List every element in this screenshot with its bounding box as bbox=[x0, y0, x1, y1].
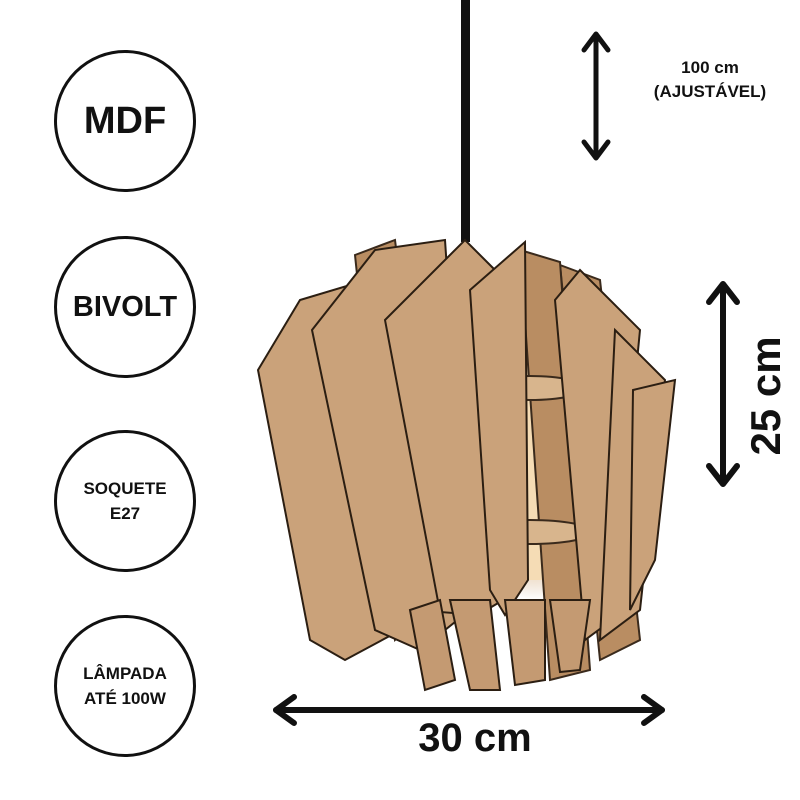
badge-socket-line-1: SOQUETE bbox=[83, 479, 167, 498]
width-label: 30 cm bbox=[418, 716, 532, 760]
badge-voltage: BIVOLT bbox=[54, 236, 196, 378]
cord-length-note: (AJUSTÁVEL) bbox=[653, 82, 767, 101]
badge-bulb-line-1: LÂMPADA bbox=[83, 664, 167, 683]
badge-socket-line-2: E27 bbox=[109, 504, 141, 523]
cord-length-label: 100 cm (AJUSTÁVEL) bbox=[620, 56, 800, 104]
badge-material-label: MDF bbox=[83, 99, 167, 142]
height-arrow bbox=[706, 281, 740, 487]
badge-material: MDF bbox=[54, 50, 196, 192]
cord-length-arrow bbox=[581, 31, 611, 161]
cord-length-value: 100 cm bbox=[681, 58, 739, 77]
badge-bulb: LÂMPADA ATÉ 100W bbox=[54, 615, 196, 757]
width-arrow bbox=[273, 694, 665, 726]
front-slats bbox=[256, 238, 677, 662]
height-label: 25 cm bbox=[742, 336, 789, 456]
badge-voltage-label: BIVOLT bbox=[72, 290, 178, 323]
cord bbox=[461, 0, 470, 242]
bottom-slats bbox=[408, 598, 592, 692]
badge-bulb-line-2: ATÉ 100W bbox=[84, 689, 166, 708]
badge-socket: SOQUETE E27 bbox=[54, 430, 196, 572]
